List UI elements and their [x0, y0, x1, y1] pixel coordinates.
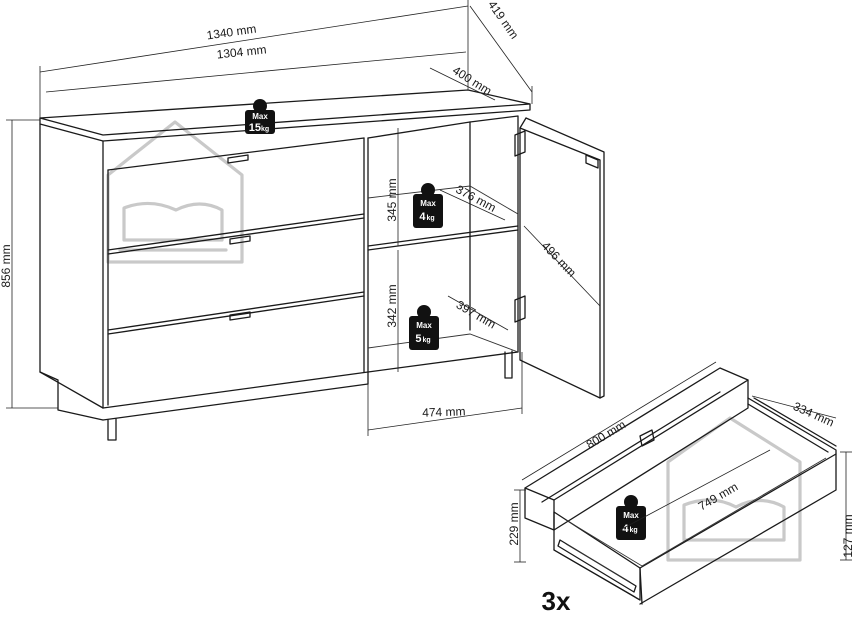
dim-drawer-depth: 334 mm: [791, 399, 836, 429]
weight-max-label: Max: [623, 511, 639, 520]
dim-compartment-width: 474 mm: [422, 404, 466, 420]
dim-upper-shelf-depth: 376 mm: [453, 182, 498, 215]
dim-height: 856 mm: [0, 244, 13, 287]
weight-max-label: Max: [252, 112, 268, 121]
weight-icon-upper-shelf: Max 4kg: [413, 183, 443, 228]
weight-max-label: Max: [416, 321, 432, 330]
dim-drawer-front-height: 229 mm: [507, 502, 521, 545]
weight-icon-drawer: Max 4kg: [616, 495, 646, 540]
weight-top-value: 15kg: [249, 122, 269, 134]
dim-drawer-box-height: 127 mm: [841, 514, 855, 557]
drawer-quantity-label: 3x: [542, 586, 571, 616]
dim-total-width: 1340 mm: [206, 22, 257, 43]
weight-drawer-value: 4kg: [622, 523, 637, 535]
weight-icon-lower-shelf: Max 5kg: [409, 305, 439, 350]
dim-inner-depth: 400 mm: [450, 63, 494, 98]
dim-lower-shelf-depth: 397 mm: [454, 298, 499, 332]
drawer-detail: [524, 367, 837, 605]
dimension-lines: [6, 0, 601, 436]
dim-total-depth: 419 mm: [485, 0, 521, 41]
dim-lower-shelf-height: 342 mm: [385, 284, 399, 327]
drawer-dimension-lines: [514, 361, 852, 563]
dim-door-height: 496 mm: [539, 239, 579, 280]
dim-drawer-outer-width: 800 mm: [584, 417, 628, 451]
weight-max-label: Max: [420, 199, 436, 208]
dim-inner-width: 1304 mm: [216, 42, 267, 61]
sideboard-cabinet: [39, 89, 605, 441]
dim-upper-shelf-height: 345 mm: [385, 178, 399, 221]
dim-drawer-inner-width: 749 mm: [696, 480, 741, 514]
weight-lower-shelf-value: 5kg: [415, 333, 430, 345]
weight-upper-shelf-value: 4kg: [419, 211, 434, 223]
weight-icon-top: Max 15kg: [245, 99, 275, 134]
